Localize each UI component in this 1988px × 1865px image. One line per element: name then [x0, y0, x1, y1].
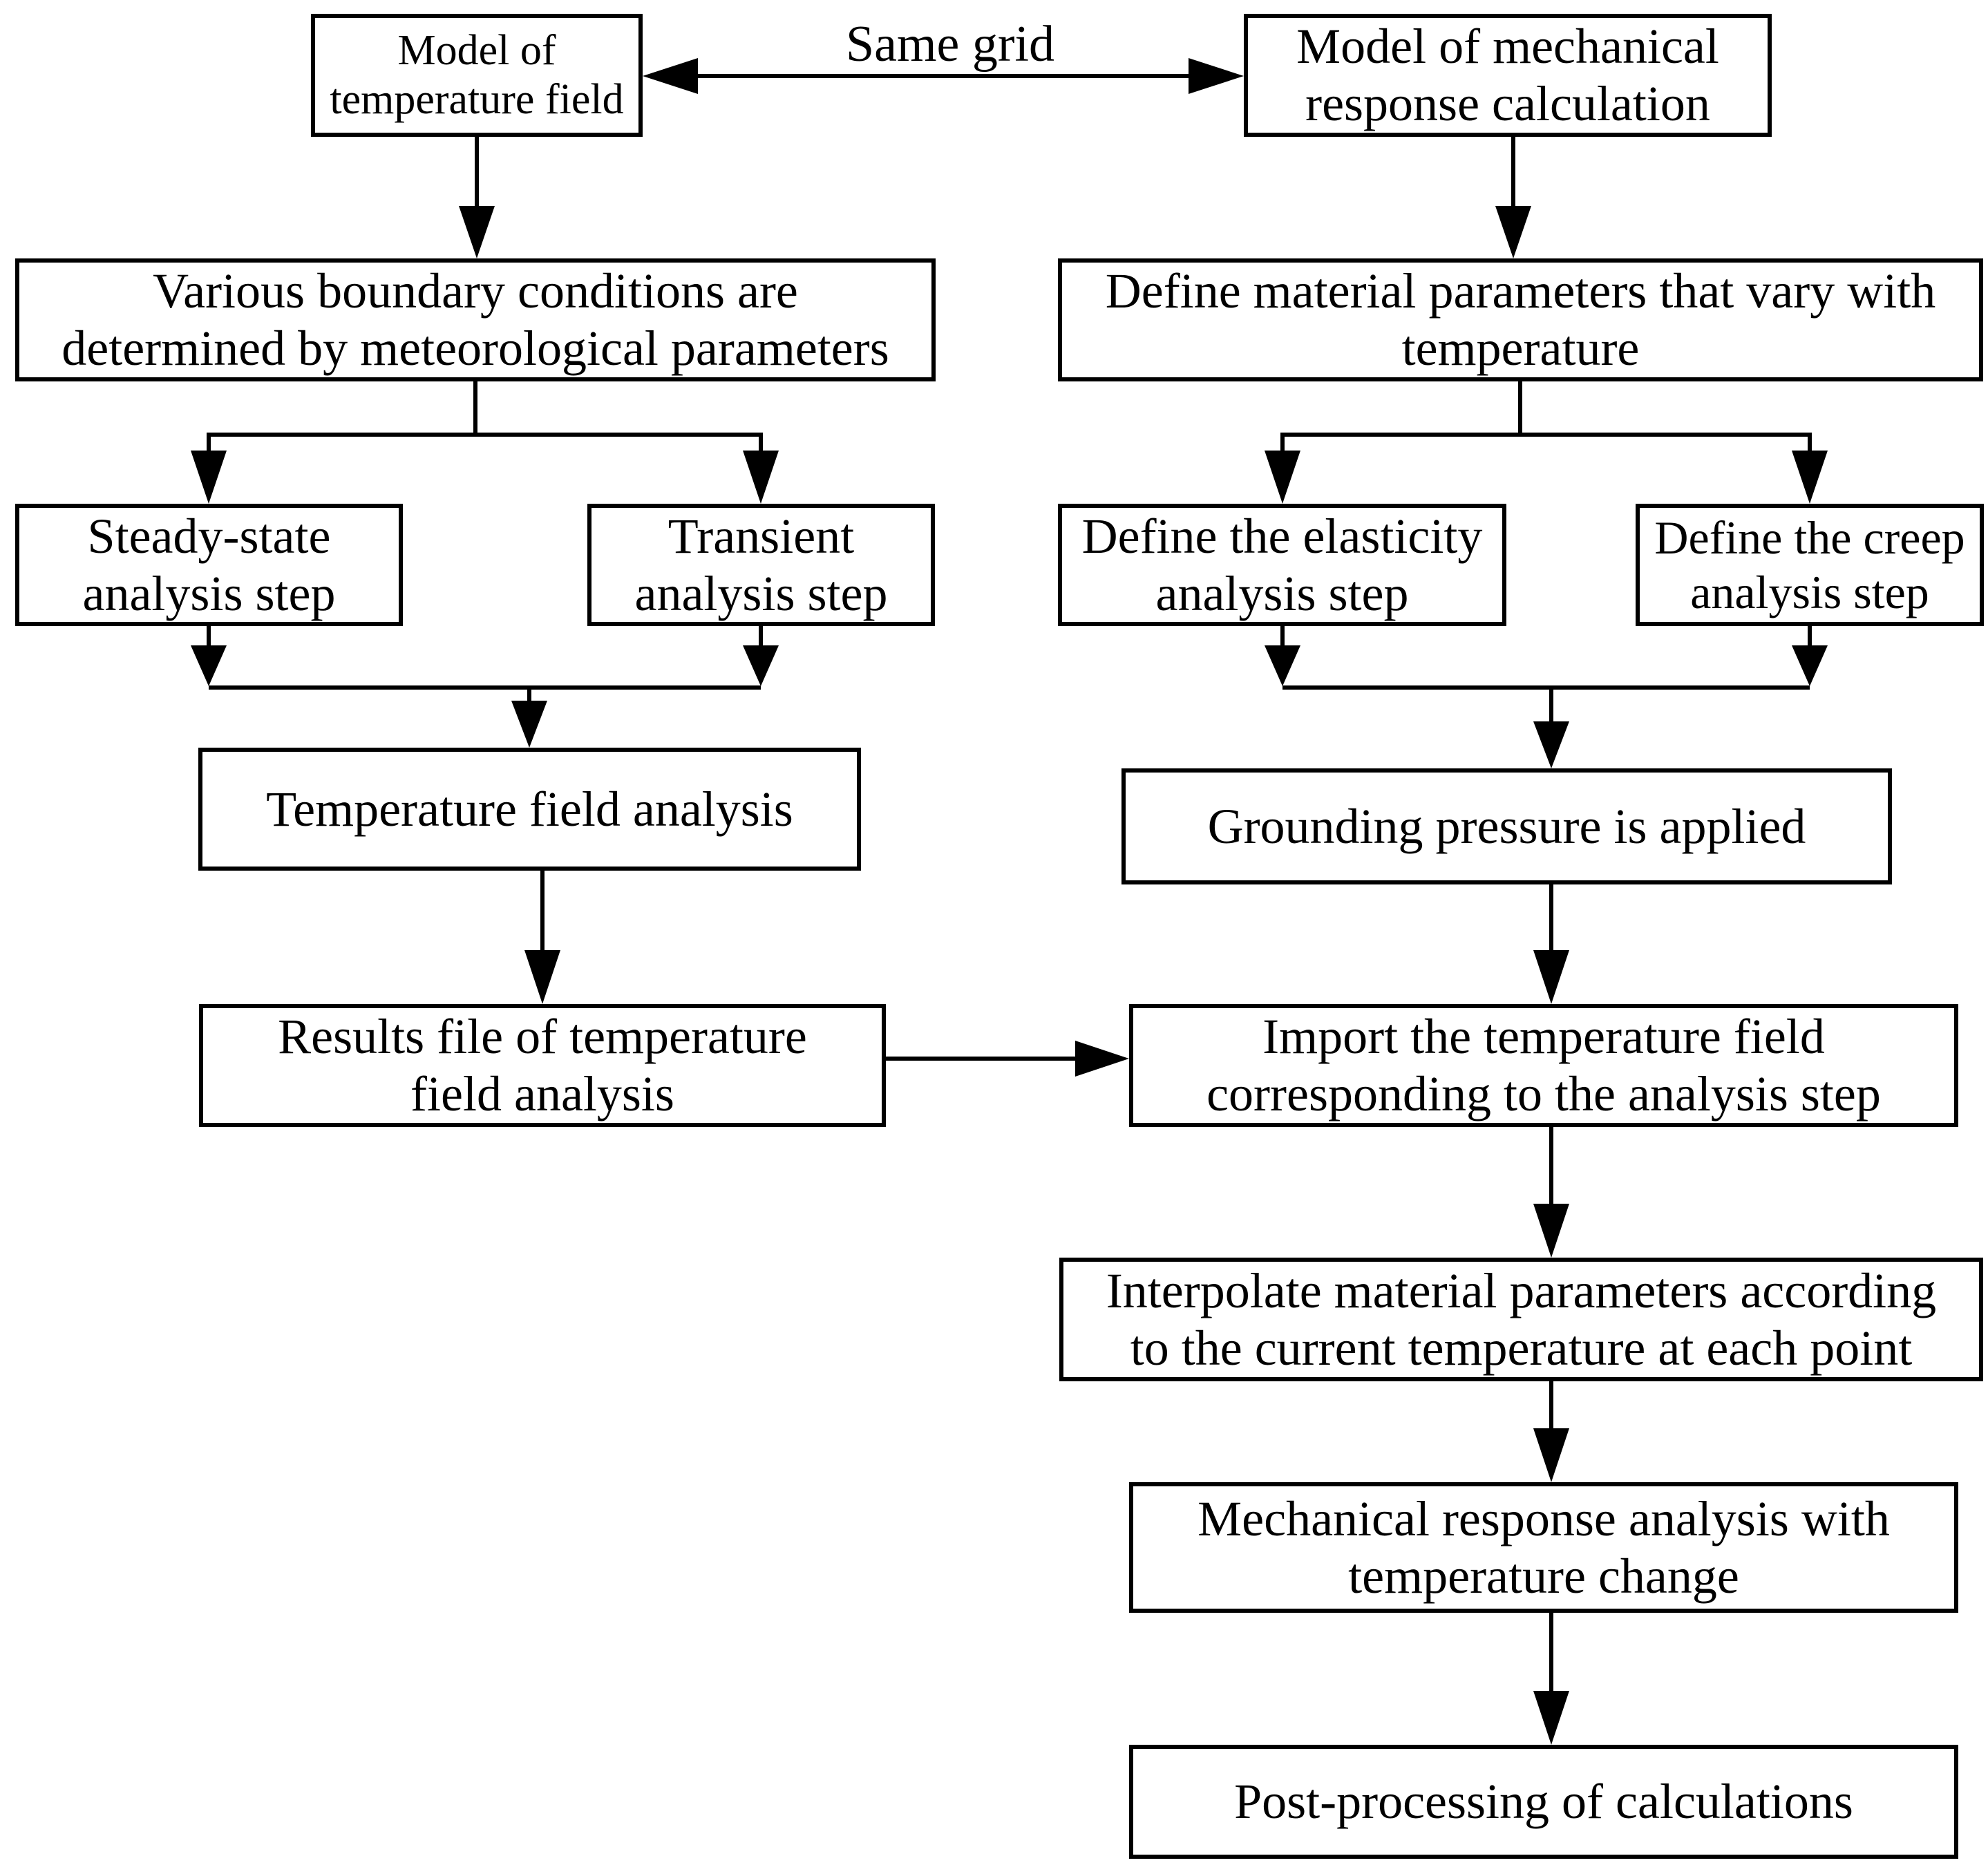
flow-box-post-processing-label: Post-processing of calculations — [1234, 1774, 1853, 1830]
flow-box-mechanical-response-analysis: Mechanical response analysis with temper… — [1129, 1482, 1958, 1613]
merge-steps-to-grounding-pressure — [1265, 626, 1828, 768]
flow-box-transient-step-label: Transient analysis step — [634, 508, 888, 621]
flow-box-steady-state-step: Steady-state analysis step — [15, 504, 403, 626]
split-parameters-to-analysis-steps — [1265, 381, 1828, 504]
arrow-results-file-to-import — [886, 1041, 1129, 1077]
flow-box-import-temperature-field-label: Import the temperature field correspondi… — [1206, 1009, 1881, 1121]
arrow-mechanical-analysis-to-postprocessing — [1533, 1613, 1569, 1745]
flow-box-boundary-conditions-label: Various boundary conditions are determin… — [61, 263, 889, 376]
flow-box-interpolate-parameters-label: Interpolate material parameters accordin… — [1106, 1262, 1937, 1376]
flow-box-elasticity-step-label: Define the elasticity analysis step — [1081, 508, 1483, 621]
flow-box-grounding-pressure: Grounding pressure is applied — [1121, 768, 1892, 884]
flow-box-define-material-parameters: Define material parameters that vary wit… — [1058, 258, 1983, 381]
flow-box-creep-step-label: Define the creep analysis step — [1654, 511, 1965, 618]
flow-box-interpolate-parameters: Interpolate material parameters accordin… — [1059, 1258, 1983, 1381]
same-grid-label: Same grid — [846, 16, 1054, 73]
merge-steps-to-temperature-analysis — [191, 626, 779, 748]
flow-box-model-temperature-field-label: Model of temperature field — [330, 26, 624, 123]
flow-box-model-mechanical-response-label: Model of mechanical response calculation — [1296, 19, 1719, 131]
flow-box-post-processing: Post-processing of calculations — [1129, 1745, 1958, 1859]
flow-box-steady-state-step-label: Steady-state analysis step — [82, 508, 336, 621]
arrow-import-to-interpolate — [1533, 1127, 1569, 1258]
flow-box-boundary-conditions: Various boundary conditions are determin… — [15, 258, 936, 381]
flow-box-creep-step: Define the creep analysis step — [1636, 504, 1984, 626]
flow-box-temperature-field-analysis: Temperature field analysis — [198, 748, 861, 871]
flow-box-temperature-field-analysis-label: Temperature field analysis — [266, 781, 793, 837]
flow-box-mechanical-response-analysis-label: Mechanical response analysis with temper… — [1197, 1490, 1890, 1604]
flow-box-transient-step: Transient analysis step — [587, 504, 935, 626]
arrow-grounding-to-import — [1533, 884, 1569, 1004]
flow-box-results-file-label: Results file of temperature field analys… — [278, 1009, 807, 1121]
flow-box-model-mechanical-response: Model of mechanical response calculation — [1244, 14, 1772, 137]
flow-box-define-material-parameters-label: Define material parameters that vary wit… — [1105, 263, 1936, 376]
arrow-mechanical-model-to-parameters — [1495, 137, 1531, 258]
flow-box-grounding-pressure-label: Grounding pressure is applied — [1207, 798, 1806, 854]
arrow-interpolate-to-mechanical-analysis — [1533, 1381, 1569, 1482]
same-grid-double-arrow: Same grid — [643, 16, 1244, 94]
flow-box-results-file: Results file of temperature field analys… — [199, 1004, 886, 1127]
flow-box-elasticity-step: Define the elasticity analysis step — [1058, 504, 1506, 626]
flow-box-import-temperature-field: Import the temperature field correspondi… — [1129, 1004, 1958, 1127]
split-boundary-to-analysis-steps — [191, 381, 779, 504]
arrow-temperature-model-to-boundary — [459, 137, 495, 258]
arrow-temperature-analysis-to-results-file — [524, 871, 560, 1004]
flow-box-model-temperature-field: Model of temperature field — [311, 14, 643, 137]
